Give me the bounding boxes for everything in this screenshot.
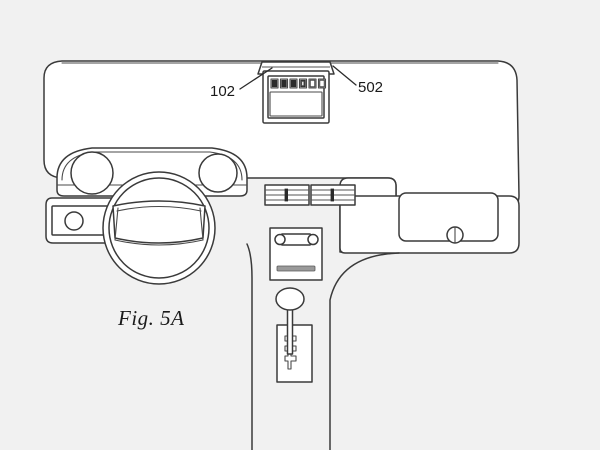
leader-line-502 bbox=[332, 65, 357, 86]
gear-shift-lever bbox=[275, 287, 313, 383]
headlight-knob bbox=[64, 211, 84, 231]
head-up-display-device bbox=[257, 61, 335, 124]
vent-tab-left bbox=[284, 188, 288, 202]
gear-shift-knob bbox=[275, 287, 305, 311]
reference-numeral-502: 502 bbox=[358, 79, 384, 96]
center-console-tunnel bbox=[246, 243, 400, 450]
figure-caption: Fig. 5A bbox=[118, 306, 185, 330]
center-air-vents bbox=[264, 184, 356, 206]
leader-line-102 bbox=[239, 67, 273, 90]
radio-hvac-unit bbox=[269, 227, 323, 281]
vent-tab-right bbox=[330, 188, 334, 202]
radio-slot bbox=[276, 265, 316, 272]
radio-knob-right bbox=[307, 233, 319, 246]
steering-wheel bbox=[102, 171, 216, 285]
radio-knob-left bbox=[274, 233, 286, 246]
glove-box bbox=[398, 192, 499, 244]
leader-lines bbox=[239, 65, 357, 90]
reference-numeral-102: 102 bbox=[210, 83, 236, 100]
display-button-row bbox=[270, 78, 327, 89]
